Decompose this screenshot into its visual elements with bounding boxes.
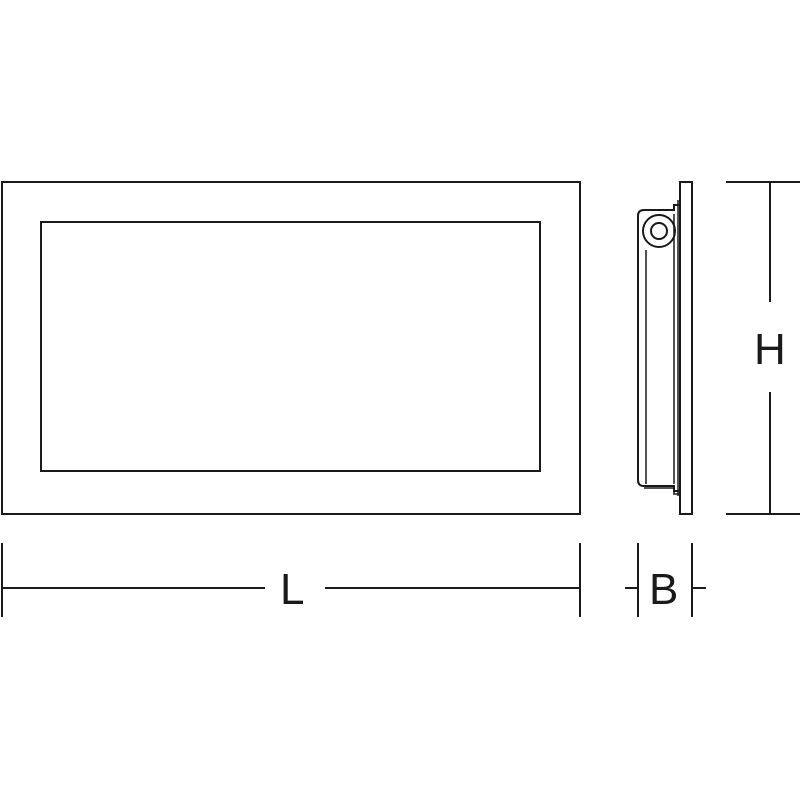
- side-front-plate: [679, 181, 693, 515]
- side-body: [637, 204, 680, 492]
- depth-label: B: [645, 568, 683, 612]
- length-label: L: [274, 568, 311, 612]
- side-body-base: [644, 487, 680, 495]
- mounting-pin-outer: [642, 214, 676, 248]
- front-inner-panel: [40, 221, 541, 472]
- mounting-pin-inner: [650, 222, 668, 240]
- front-outer-frame: [1, 181, 581, 515]
- height-label: H: [748, 328, 792, 372]
